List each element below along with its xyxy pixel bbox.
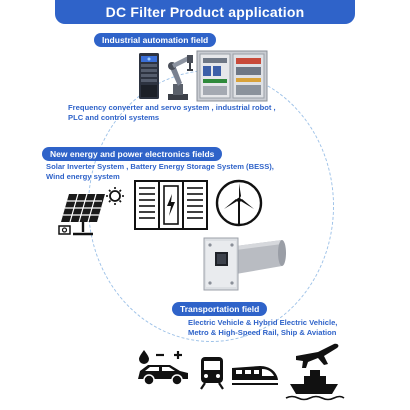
industrial-field-label: Industrial automation field (94, 33, 217, 47)
energy-desc-line-2: Wind energy system (46, 172, 120, 181)
inverter-cabinet-icon (138, 52, 160, 100)
industrial-desc-line-1: Frequency converter and servo system , i… (68, 103, 276, 112)
energy-desc-line-1: Solar Inverter System , Battery Energy S… (46, 162, 274, 171)
page-title: DC Filter Product application (55, 0, 355, 24)
high-speed-train-icon (230, 360, 280, 388)
industrial-desc-line-2: PLC and control systems (68, 113, 160, 122)
ship-airplane-icon (282, 342, 346, 402)
ev-car-icon (134, 349, 192, 389)
transport-desc-line-1: Electric Vehicle & Hybrid Electric Vehic… (188, 318, 338, 327)
solar-panel-icon (55, 186, 127, 242)
transport-field-description: Electric Vehicle & Hybrid Electric Vehic… (188, 318, 337, 338)
transport-field-label: Transportation field (172, 302, 268, 316)
energy-field-description: Solar Inverter System , Battery Energy S… (46, 162, 274, 182)
energy-field-label: New energy and power electronics fields (42, 147, 223, 161)
industrial-robot-icon (160, 50, 198, 102)
wind-turbine-icon (214, 178, 264, 228)
metro-icon (198, 356, 226, 390)
transport-desc-line-2: Metro & High-Speed Rail, Ship & Aviation (188, 328, 337, 337)
control-cabinet-icon (196, 50, 268, 102)
battery-storage-icon (134, 180, 208, 230)
dc-filter-product-image (198, 232, 288, 294)
industrial-field-description: Frequency converter and servo system , i… (68, 103, 276, 123)
